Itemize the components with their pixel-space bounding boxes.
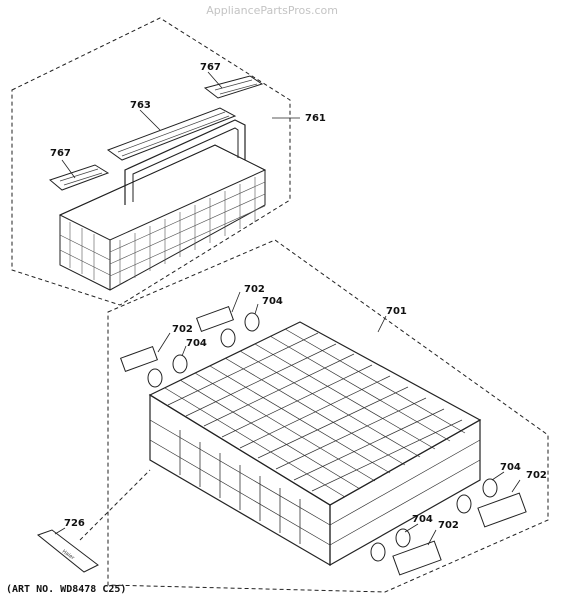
roller-clip-d (392, 540, 442, 576)
callout-763: 763 (130, 100, 151, 111)
label-plate-leader (79, 469, 151, 541)
callout-701: 701 (386, 306, 407, 317)
label-plate: Haier (36, 529, 99, 573)
wheel-d2 (395, 528, 411, 548)
wheel-a2 (244, 312, 260, 332)
callout-702-a: 702 (244, 284, 265, 295)
wheel-b1 (147, 368, 163, 388)
callout-704-a: 704 (262, 296, 283, 307)
roller-clip-a (195, 305, 235, 333)
callout-704-c: 704 (500, 462, 521, 473)
callout-767-left: 767 (50, 148, 71, 159)
art-number: (ART NO. WD8478 C25) (6, 584, 127, 595)
wheel-c2 (482, 478, 498, 498)
callout-702-b: 702 (172, 324, 193, 335)
callout-726: 726 (64, 518, 85, 529)
callout-767-top: 767 (200, 62, 221, 73)
callout-704-d: 704 (412, 514, 433, 525)
callout-761: 761 (305, 113, 326, 124)
wheel-d1 (370, 542, 386, 562)
lower-rack (148, 321, 482, 567)
basket-lid-center (106, 107, 237, 161)
silverware-basket (58, 119, 267, 291)
basket-lid-left (48, 164, 110, 191)
wheel-b2 (172, 354, 188, 374)
lower-rack-boundary (107, 239, 549, 593)
callout-702-c: 702 (526, 470, 547, 481)
callout-704-b: 704 (186, 338, 207, 349)
wheel-c1 (456, 494, 472, 514)
roller-clip-b (119, 345, 159, 373)
watermark: AppliancePartsPros.com (206, 4, 338, 17)
basket-lid-top (203, 75, 264, 99)
roller-clip-c (477, 492, 527, 528)
callout-702-d: 702 (438, 520, 459, 531)
silverware-basket-boundary (11, 17, 291, 306)
wheel-a1 (220, 328, 236, 348)
